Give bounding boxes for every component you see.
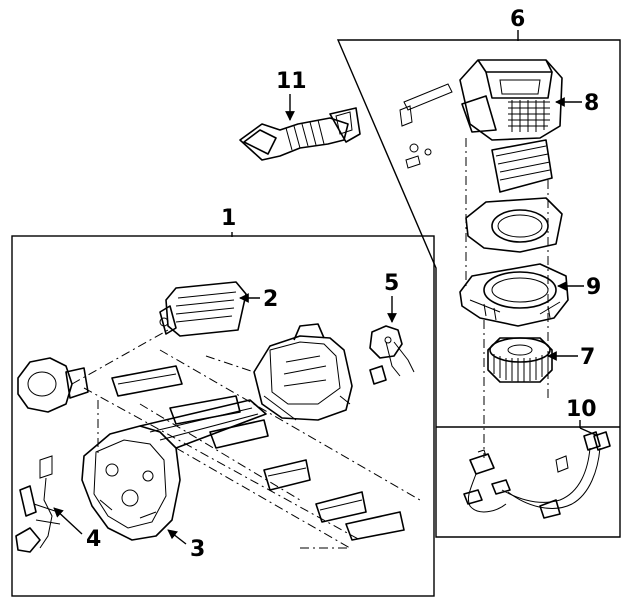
callout-3: 3 [190,537,205,562]
blower-motor-part [487,337,553,383]
air-duct-part [239,107,361,161]
air-filter-part [491,139,553,193]
callout-10: 10 [566,397,597,422]
group-box-blower-unit [336,39,621,538]
group-box-heater-unit [11,235,435,597]
leader-lines [53,94,599,545]
assembly-lines-blower [465,138,549,458]
callout-4: 4 [86,527,101,552]
heater-case-part [81,399,267,541]
evaporator-housing-part [253,323,353,421]
assembly-lines-heater [71,329,421,549]
actuator-motor-part [17,357,89,413]
callout-7: 7 [580,345,595,370]
callout-2: 2 [263,287,278,312]
wire-bracket-part [15,455,61,553]
resistor-harness-part [463,431,611,519]
callout-1: 1 [221,206,236,231]
blower-lower-case-part [459,263,569,327]
blower-upper-case-part [399,59,563,169]
heater-doors-part [111,365,405,541]
callout-5: 5 [384,271,399,296]
callout-6: 6 [510,7,525,32]
callout-9: 9 [586,275,601,300]
callout-11: 11 [276,69,307,94]
callout-8: 8 [584,91,599,116]
heater-core-part [159,281,247,337]
door-link-part [369,325,415,385]
